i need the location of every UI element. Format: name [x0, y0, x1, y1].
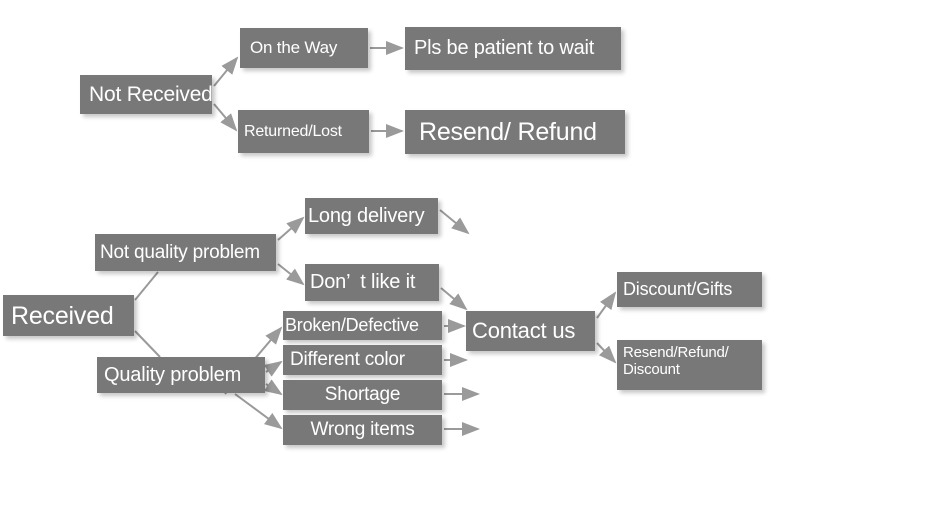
node-label-quality-problem: Quality problem: [104, 363, 242, 386]
connector-e1: [213, 56, 239, 87]
node-contact-us[interactable]: Contact us: [466, 311, 595, 351]
connector-e19: [596, 291, 617, 319]
node-resend-refund-disc[interactable]: Resend/Refund/ Discount: [617, 340, 762, 390]
node-dont-like-it[interactable]: Don’ t like it: [305, 264, 439, 301]
node-broken-defective[interactable]: Broken/Defective: [283, 311, 442, 340]
connector-e20: [596, 342, 617, 364]
node-shortage[interactable]: Shortage: [283, 380, 442, 410]
node-label-not-quality-problem: Not quality problem: [100, 241, 260, 263]
node-label-wrong-items: Wrong items: [310, 419, 415, 441]
node-label-shortage: Shortage: [324, 384, 401, 406]
node-long-delivery[interactable]: Long delivery: [305, 198, 438, 234]
connector-e6: [134, 330, 161, 358]
node-different-color[interactable]: Different color: [283, 345, 442, 375]
node-wrong-items[interactable]: Wrong items: [283, 415, 442, 445]
node-label-resend-refund: Resend/ Refund: [419, 118, 597, 146]
connector-e14: [234, 393, 283, 430]
connector-e13: [263, 379, 283, 396]
connector-e7: [277, 216, 305, 241]
node-label-not-received: Not Received: [89, 82, 212, 106]
connector-e5: [134, 271, 159, 301]
node-received[interactable]: Received: [3, 295, 134, 336]
connector-e9: [439, 209, 470, 235]
node-label-discount-gifts: Discount/Gifts: [623, 279, 733, 300]
node-label-returned-lost: Returned/Lost: [244, 122, 342, 140]
node-discount-gifts[interactable]: Discount/Gifts: [617, 272, 762, 307]
node-returned-lost[interactable]: Returned/Lost: [238, 110, 369, 153]
node-label-pls-be-patient: Pls be patient to wait: [414, 37, 595, 60]
connector-e2: [213, 103, 238, 132]
node-not-received[interactable]: Not Received: [80, 75, 212, 114]
node-resend-refund[interactable]: Resend/ Refund: [405, 110, 625, 154]
node-not-quality-problem[interactable]: Not quality problem: [95, 234, 276, 271]
node-label-broken-defective: Broken/Defective: [285, 315, 419, 336]
connector-e12: [263, 360, 283, 377]
node-label-on-the-way: On the Way: [250, 38, 338, 58]
connector-e10: [440, 287, 468, 311]
node-on-the-way[interactable]: On the Way: [240, 28, 368, 68]
node-label-different-color: Different color: [290, 349, 405, 371]
node-label-long-delivery: Long delivery: [308, 204, 425, 227]
node-label-received: Received: [11, 301, 114, 330]
node-label-resend-refund-disc: Resend/Refund/ Discount: [623, 344, 729, 378]
node-label-dont-like-it: Don’ t like it: [310, 271, 416, 294]
node-label-contact-us: Contact us: [472, 317, 576, 343]
node-quality-problem[interactable]: Quality problem: [97, 357, 265, 393]
connector-e8: [277, 263, 305, 286]
node-pls-be-patient[interactable]: Pls be patient to wait: [405, 27, 621, 70]
